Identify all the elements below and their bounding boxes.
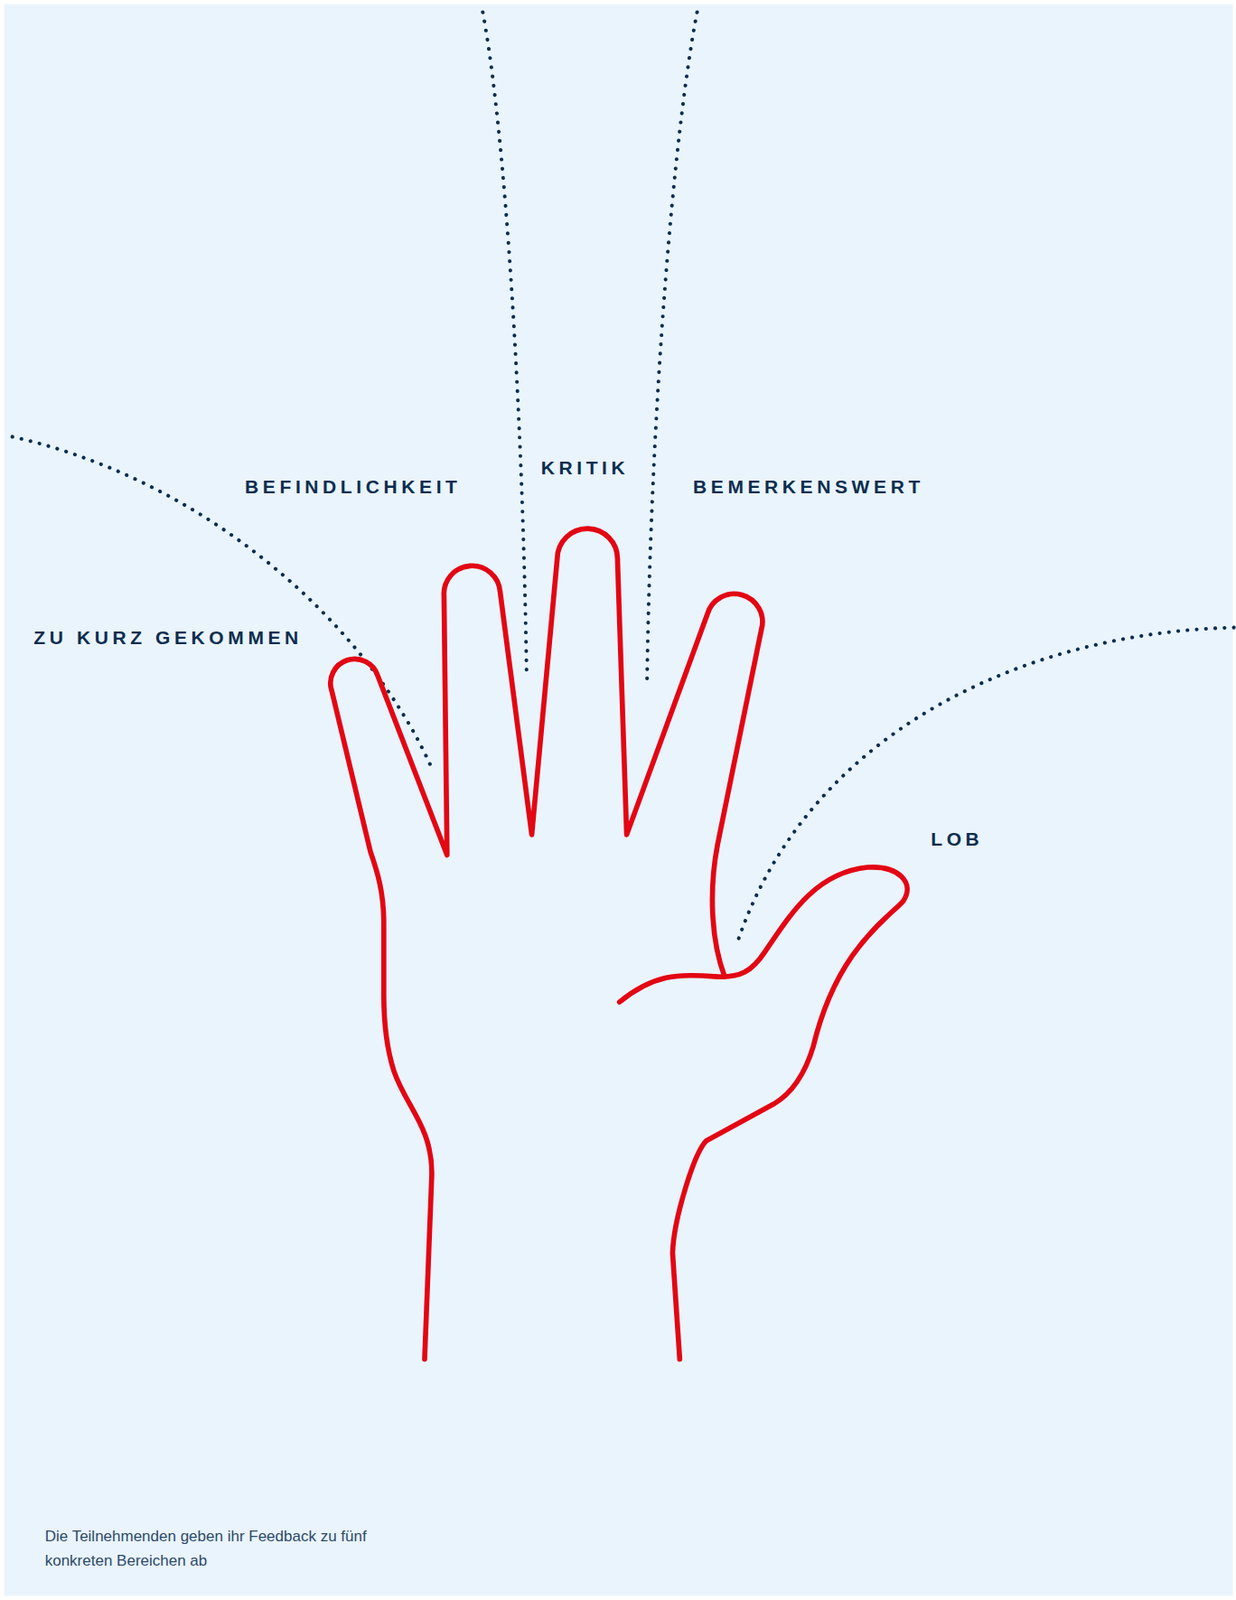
dotted-divider bbox=[737, 627, 1235, 945]
area-label: KRITIK bbox=[541, 458, 630, 478]
background bbox=[4, 4, 1234, 1597]
area-label: LOB bbox=[930, 829, 984, 849]
dotted-divider bbox=[646, 12, 697, 680]
thumb-outline bbox=[619, 867, 908, 1360]
area-label: ZU KURZ GEKOMMEN bbox=[33, 627, 303, 647]
caption: Die Teilnehmenden geben ihr Feedback zu … bbox=[45, 1524, 416, 1574]
area-label: BEMERKENSWERT bbox=[692, 477, 925, 497]
hand-outline bbox=[330, 528, 763, 1359]
area-label: BEFINDLICHKEIT bbox=[244, 477, 461, 497]
dotted-divider bbox=[482, 12, 527, 680]
